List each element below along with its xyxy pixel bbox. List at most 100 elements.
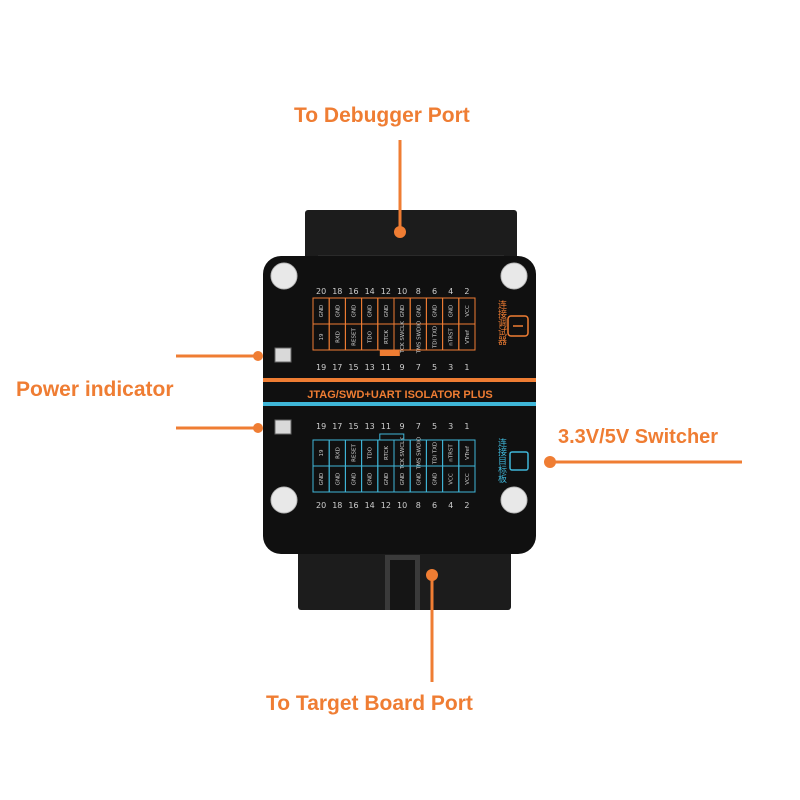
top-pin-label-cell — [458, 323, 476, 351]
top-pin-number: 7 — [416, 363, 421, 372]
top-pin-number: 5 — [432, 363, 437, 372]
callout-debugger-port: To Debugger Port — [294, 104, 470, 127]
bottom-pin-number: 14 — [365, 501, 375, 510]
top-pin-number: 16 — [348, 287, 358, 296]
bottom-pin-number: 17 — [332, 422, 342, 431]
bottom-pin-label: VTref — [465, 445, 471, 460]
bottom-pin-label: GND — [400, 473, 406, 486]
top-pin-number: 14 — [365, 287, 375, 296]
top-pin-label: GND — [384, 305, 390, 318]
top-pin-label: GND — [319, 305, 325, 318]
screw-bottom-left — [270, 486, 298, 514]
bottom-pin-number: 15 — [348, 422, 358, 431]
bottom-pin-number: 3 — [448, 422, 453, 431]
top-pin-label: GND — [416, 305, 422, 318]
bottom-pin-number: 1 — [464, 422, 469, 431]
bottom-pin-label: RESET — [352, 444, 358, 462]
top-pin-label: TDO — [368, 330, 374, 344]
bottom-pin-number: 13 — [365, 422, 375, 431]
callout-target-port: To Target Board Port — [266, 692, 473, 715]
top-pin-label: TCK SWCLK — [400, 321, 406, 354]
top-pin-label: GND — [433, 305, 439, 318]
top-chinese-label: 连接调试器 — [496, 299, 507, 345]
bottom-pin-label: RXD — [335, 447, 341, 459]
bottom-pin-number: 6 — [432, 501, 437, 510]
top-pin-number: 4 — [448, 287, 453, 296]
bottom-pin-label: GND — [352, 473, 358, 486]
bottom-pin-number: 18 — [332, 501, 342, 510]
bottom-pin-label: TMS SWDIO — [416, 436, 422, 470]
top-pin-number: 18 — [332, 287, 342, 296]
bottom-pin-label: GND — [319, 473, 325, 486]
switcher-top-icon — [507, 315, 529, 337]
top-pin-number: 20 — [316, 287, 326, 296]
bottom-chinese-label: 连接目标板 — [496, 437, 507, 484]
power-led-top — [274, 347, 292, 363]
bottom-pin-number: 4 — [448, 501, 453, 510]
bottom-pin-number: 2 — [464, 501, 469, 510]
bottom-pin-number: 5 — [432, 422, 437, 431]
top-pin-label: GND — [352, 305, 358, 318]
screw-top-left — [270, 262, 298, 290]
pcb-board: JTAG/SWD+UART ISOLATOR PLUS 连接调试器 连接目标板 … — [263, 256, 536, 554]
screw-bottom-right — [500, 486, 528, 514]
bottom-key-marker — [379, 433, 405, 441]
top-pin-label: 19 — [319, 333, 325, 340]
bottom-pin-label: RTCK — [384, 446, 390, 460]
bottom-pin-number: 16 — [348, 501, 358, 510]
bottom-pin-label: TDO — [368, 446, 374, 460]
bottom-pin-label: GND — [335, 473, 341, 486]
top-pin-number: 19 — [316, 363, 326, 372]
top-pin-number: 9 — [400, 363, 405, 372]
bottom-pin-label: GND — [416, 473, 422, 486]
bottom-pin-label: TDI TXD — [433, 442, 439, 465]
bottom-pin-number: 8 — [416, 501, 421, 510]
top-pin-label: nTRST — [449, 328, 455, 346]
screw-top-right — [500, 262, 528, 290]
top-pin-number: 10 — [397, 287, 407, 296]
bottom-pin-number: 19 — [316, 422, 326, 431]
top-pin-label: RTCK — [384, 330, 390, 344]
top-pin-number: 3 — [448, 363, 453, 372]
switcher-chip-icon — [509, 451, 529, 471]
top-pin-number: 17 — [332, 363, 342, 372]
callout-lines — [176, 140, 742, 682]
top-pin-number: 15 — [348, 363, 358, 372]
bottom-pin-label: GND — [384, 473, 390, 486]
top-pin-number: 12 — [381, 287, 391, 296]
top-pin-label: TMS SWDIO — [416, 320, 422, 354]
bottom-pin-label-cell — [458, 465, 476, 493]
bottom-pin-number: 12 — [381, 501, 391, 510]
board-title: JTAG/SWD+UART ISOLATOR PLUS — [307, 389, 492, 401]
power-led-bottom — [274, 419, 292, 435]
top-pin-label: GND — [400, 305, 406, 318]
top-pin-number: 11 — [381, 363, 391, 372]
bottom-pin-number: 10 — [397, 501, 407, 510]
bottom-pin-label: GND — [368, 473, 374, 486]
bottom-pin-number: 11 — [381, 422, 391, 431]
top-pin-label: GND — [368, 305, 374, 318]
top-pin-label: RESET — [352, 328, 358, 346]
bottom-pin-label: TCK SWCLK — [400, 437, 406, 470]
top-pin-label: VTref — [465, 329, 471, 344]
bottom-pin-label: nTRST — [449, 444, 455, 462]
bottom-pin-number: 7 — [416, 422, 421, 431]
bottom-pin-label: GND — [433, 473, 439, 486]
top-pin-label: GND — [449, 305, 455, 318]
top-pin-label: RXD — [335, 331, 341, 343]
callout-power-indicator: Power indicator — [16, 378, 174, 401]
bottom-pin-label: VCC — [449, 473, 455, 485]
top-pin-number: 6 — [432, 287, 437, 296]
top-pin-label: TDI TXD — [433, 326, 439, 349]
bottom-pin-number: 9 — [400, 422, 405, 431]
top-pin-label: VCC — [465, 305, 471, 317]
bottom-pin-label: VCC — [465, 473, 471, 485]
top-pin-label: GND — [335, 305, 341, 318]
bottom-pin-number: 20 — [316, 501, 326, 510]
top-key-marker — [379, 350, 400, 356]
top-pin-number: 13 — [365, 363, 375, 372]
top-pin-number: 8 — [416, 287, 421, 296]
callout-switcher: 3.3V/5V Switcher — [558, 426, 719, 448]
bottom-pin-label: 19 — [319, 449, 325, 456]
